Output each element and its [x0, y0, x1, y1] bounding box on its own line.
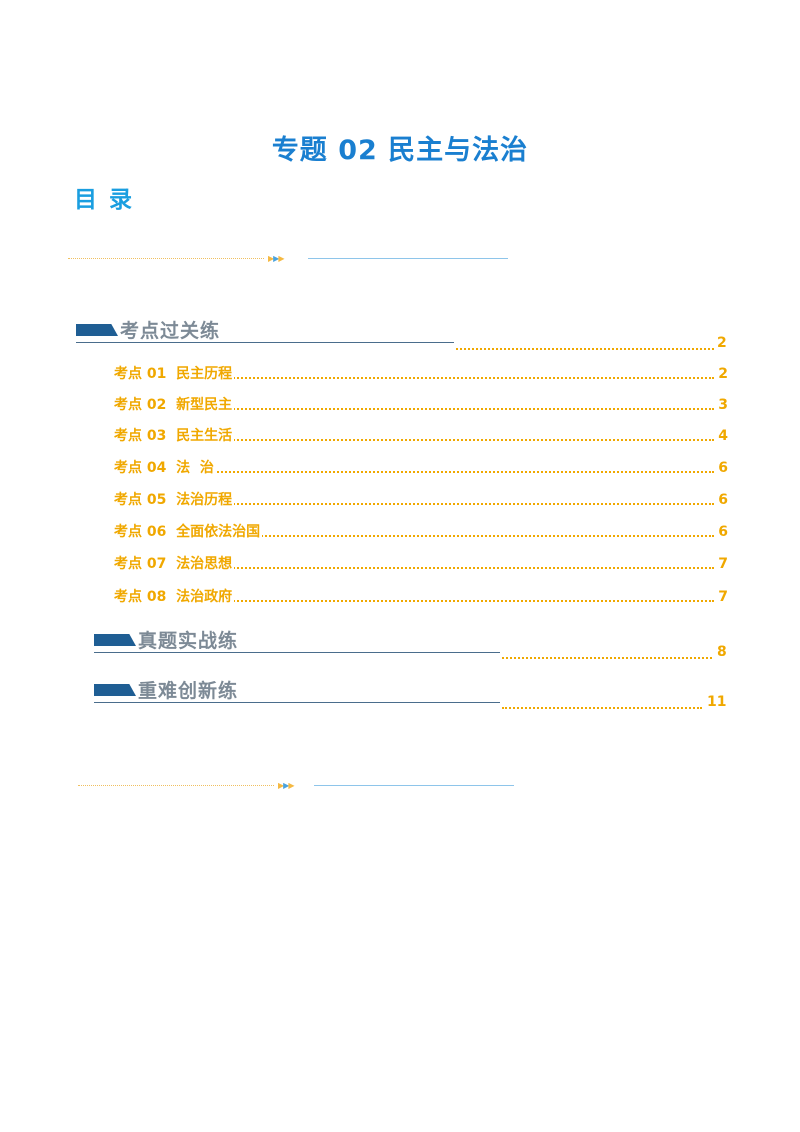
toc-entry-02[interactable]: 考点 02 新型民主 3 — [114, 395, 728, 415]
entry-label: 考点 08 法治政府 — [114, 587, 235, 607]
entry-page: 7 — [718, 589, 728, 605]
toc-entry-08[interactable]: 考点 08 法治政府 7 — [114, 587, 728, 607]
entry-label: 考点 01 民主历程 — [114, 364, 235, 384]
toc-entry-04[interactable]: 考点 04 法 治 6 — [114, 458, 728, 478]
entry-page: 6 — [718, 492, 728, 508]
toc-section-3[interactable]: 重难创新练 11 — [94, 678, 728, 718]
entry-page: 3 — [718, 397, 728, 413]
entry-page: 2 — [718, 366, 728, 382]
banner-flag-icon — [94, 634, 136, 646]
section-label: 考点过关练 — [120, 320, 221, 342]
entry-page: 6 — [718, 460, 728, 476]
section-page: 11 — [707, 694, 727, 710]
section-label: 真题实战练 — [138, 630, 239, 652]
entry-label: 考点 06 全面依法治国 — [114, 522, 263, 542]
toc-entry-06[interactable]: 考点 06 全面依法治国 6 — [114, 522, 728, 542]
section-page: 8 — [717, 644, 727, 660]
entry-page: 4 — [718, 428, 728, 444]
entry-label: 考点 03 民主生活 — [114, 426, 235, 446]
toc-section-2[interactable]: 真题实战练 8 — [94, 628, 728, 668]
bottom-divider: ▶▶▶ — [78, 781, 514, 791]
entry-label: 考点 04 法 治 — [114, 458, 216, 478]
triple-arrow-icon: ▶▶▶ — [268, 254, 285, 263]
entry-page: 6 — [718, 524, 728, 540]
entry-label: 考点 02 新型民主 — [114, 395, 235, 415]
entry-label: 考点 07 法治思想 — [114, 554, 235, 574]
toc-entry-01[interactable]: 考点 01 民主历程 2 — [114, 364, 728, 384]
banner-flag-icon — [94, 684, 136, 696]
section-page: 2 — [717, 335, 727, 351]
banner-flag-icon — [76, 324, 118, 336]
section-label: 重难创新练 — [138, 680, 239, 702]
toc-section-1[interactable]: 考点过关练 2 — [76, 318, 728, 358]
toc-heading: 目录 — [74, 187, 144, 213]
toc-entry-07[interactable]: 考点 07 法治思想 7 — [114, 554, 728, 574]
page-title: 专题 02 民主与法治 — [271, 135, 529, 166]
toc-entry-03[interactable]: 考点 03 民主生活 4 — [114, 426, 728, 446]
top-divider: ▶▶▶ — [68, 254, 508, 264]
entry-label: 考点 05 法治历程 — [114, 490, 235, 510]
toc-entry-05[interactable]: 考点 05 法治历程 6 — [114, 490, 728, 510]
triple-arrow-icon: ▶▶▶ — [278, 781, 295, 790]
entry-page: 7 — [718, 556, 728, 572]
